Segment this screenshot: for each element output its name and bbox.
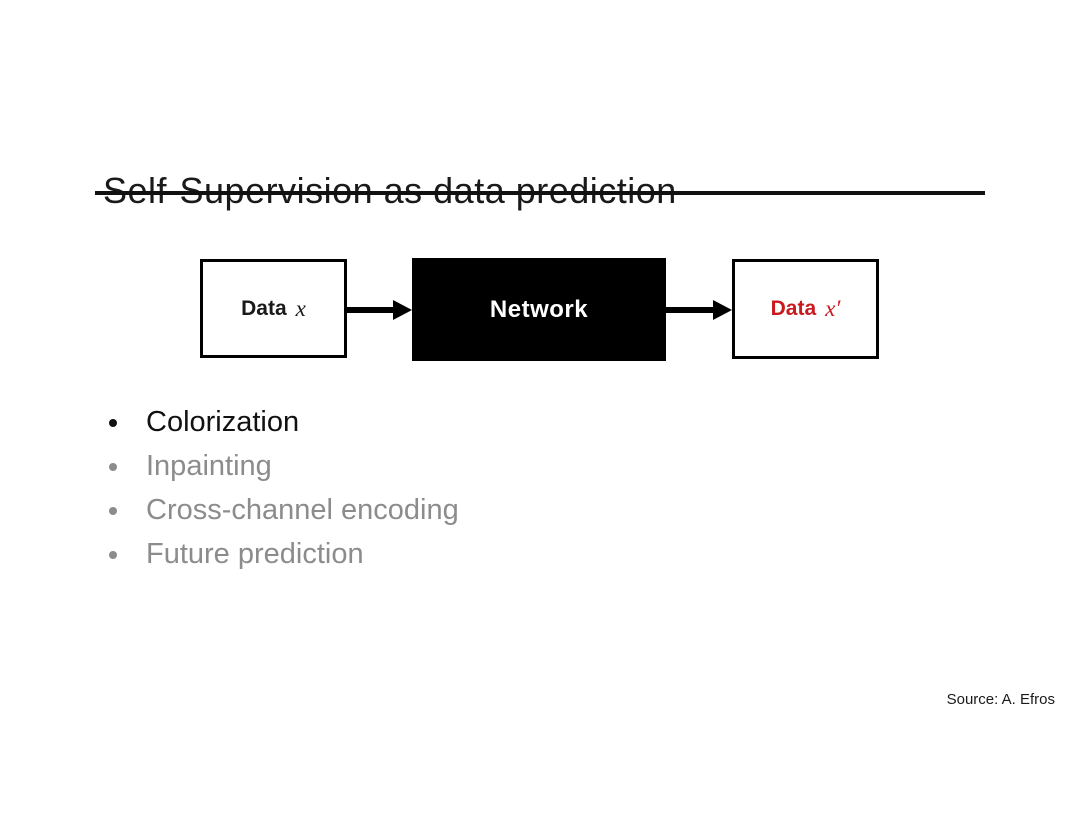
network-box: Network (412, 258, 666, 361)
output-box-label: Data (770, 297, 817, 320)
arrow-shaft (347, 307, 397, 313)
input-box-variable: x (295, 295, 306, 321)
list-item-colorization: Colorization (105, 400, 459, 444)
bullet-icon (109, 463, 117, 471)
list-item-label: Inpainting (146, 450, 272, 482)
bullet-icon (109, 419, 117, 427)
list-item-label: Cross-channel encoding (146, 494, 459, 526)
bullet-list: Colorization Inpainting Cross-channel en… (105, 400, 459, 576)
bullet-icon (109, 551, 117, 559)
arrow-right-icon (666, 300, 732, 320)
list-item-cross-channel-encoding: Cross-channel encoding (105, 488, 459, 532)
arrow-right-icon (347, 300, 412, 320)
bullet-icon (109, 507, 117, 515)
title-underline-rule (95, 191, 985, 195)
arrow-shaft (666, 307, 717, 313)
source-credit: Source: A. Efros (946, 691, 1055, 708)
list-item-label: Colorization (146, 406, 300, 438)
input-box-label: Data (241, 296, 287, 320)
list-item-inpainting: Inpainting (105, 444, 459, 488)
input-data-box: Data x (200, 259, 347, 358)
output-data-box: Data x′ (732, 259, 879, 359)
list-item-future-prediction: Future prediction (105, 532, 459, 576)
list-item-label: Future prediction (146, 538, 364, 570)
arrow-head (713, 300, 732, 320)
network-box-label: Network (489, 295, 589, 323)
output-box-variable: x′ (825, 296, 841, 321)
arrow-head (393, 300, 412, 320)
page-title: Self-Supervision as data prediction (103, 170, 677, 212)
